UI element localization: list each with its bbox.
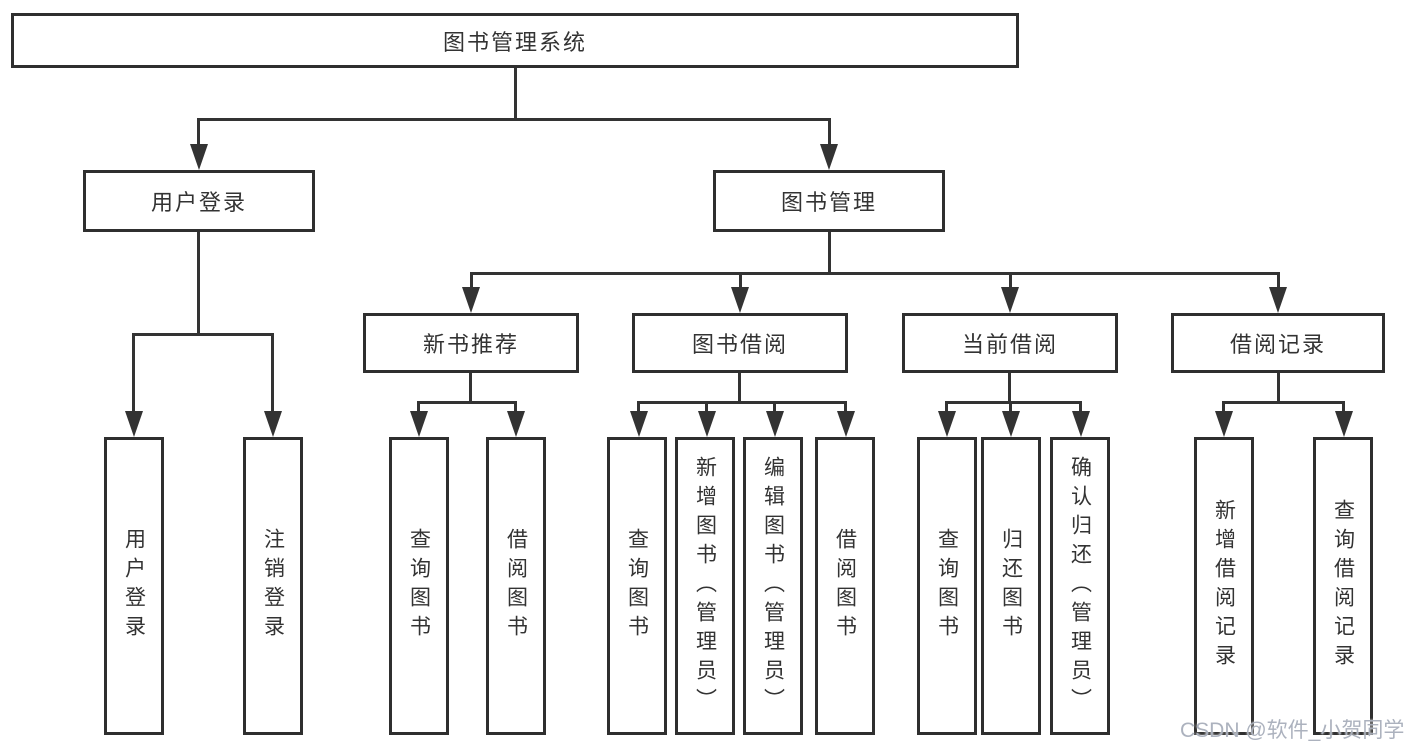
connector-vline (828, 118, 831, 146)
arrowhead-down-icon (462, 287, 480, 313)
arrowhead-down-icon (1072, 411, 1090, 437)
connector-hline (417, 401, 517, 404)
connector-vline (945, 401, 948, 413)
leaf-label: 新增图书（管理员） (693, 455, 717, 717)
arrowhead-down-icon (938, 411, 956, 437)
leaf-label: 编辑图书（管理员） (761, 455, 785, 717)
arrowhead-down-icon (766, 411, 784, 437)
leaf-query-books-borrow: 查询图书 (607, 437, 667, 735)
arrowhead-down-icon (410, 411, 428, 437)
arrowhead-down-icon (507, 411, 525, 437)
leaf-label: 借阅图书 (833, 528, 857, 644)
leaf-confirm-return-admin: 确认归还（管理员） (1050, 437, 1110, 735)
arrowhead-down-icon (264, 411, 282, 437)
node-label: 图书管理系统 (442, 29, 587, 55)
leaf-query-books-current: 查询图书 (917, 437, 977, 735)
node-book-management: 图书管理 (713, 170, 945, 232)
node-label: 新书推荐 (422, 332, 519, 357)
arrowhead-down-icon (731, 287, 749, 313)
leaf-edit-book-admin: 编辑图书（管理员） (743, 437, 803, 735)
node-root-library-system: 图书管理系统 (11, 13, 1019, 68)
arrowhead-down-icon (1002, 411, 1020, 437)
node-label: 当前借阅 (961, 332, 1058, 357)
leaf-add-borrow-record: 新增借阅记录 (1194, 437, 1254, 735)
leaf-label: 查询借阅记录 (1331, 499, 1355, 673)
leaf-label: 查询图书 (625, 528, 649, 644)
connector-vline (1342, 401, 1345, 413)
connector-vline (271, 333, 274, 413)
node-borrow-records: 借阅记录 (1171, 313, 1385, 373)
connector-vline (1009, 272, 1012, 289)
connector-hline (945, 401, 1082, 404)
connector-vline (417, 401, 420, 413)
leaf-label: 注销登录 (261, 528, 285, 644)
arrowhead-down-icon (1335, 411, 1353, 437)
arrowhead-down-icon (125, 411, 143, 437)
connector-vline (1079, 401, 1082, 413)
connector-vline (773, 401, 776, 413)
node-current-borrow: 当前借阅 (902, 313, 1118, 373)
node-new-book-recommend: 新书推荐 (363, 313, 579, 373)
connector-vline (705, 401, 708, 413)
connector-vline (469, 373, 472, 404)
node-label: 图书借阅 (691, 332, 788, 357)
leaf-label: 新增借阅记录 (1212, 499, 1236, 673)
connector-hline (197, 118, 831, 121)
leaf-query-borrow-record: 查询借阅记录 (1313, 437, 1373, 735)
connector-vline (1222, 401, 1225, 413)
leaf-label: 确认归还（管理员） (1068, 455, 1092, 717)
arrowhead-down-icon (698, 411, 716, 437)
leaf-borrow-books: 借阅图书 (815, 437, 875, 735)
connector-vline (1009, 401, 1012, 413)
connector-vline (828, 232, 831, 274)
connector-hline (637, 401, 846, 404)
arrowhead-down-icon (630, 411, 648, 437)
node-label: 借阅记录 (1229, 332, 1326, 357)
leaf-query-books-recommend: 查询图书 (389, 437, 449, 735)
connector-vline (738, 373, 741, 404)
leaf-logout: 注销登录 (243, 437, 303, 735)
connector-hline (470, 272, 1279, 275)
leaf-borrow-books-recommend: 借阅图书 (486, 437, 546, 735)
leaf-label: 查询图书 (407, 528, 431, 644)
connector-vline (132, 333, 135, 413)
node-book-borrow: 图书借阅 (632, 313, 848, 373)
leaf-add-book-admin: 新增图书（管理员） (675, 437, 735, 735)
leaf-return-book: 归还图书 (981, 437, 1041, 735)
node-label: 用户登录 (150, 190, 247, 215)
connector-vline (1277, 272, 1280, 289)
leaf-user-login: 用户登录 (104, 437, 164, 735)
node-user-login: 用户登录 (83, 170, 315, 232)
leaf-label: 用户登录 (122, 528, 146, 644)
connector-hline (132, 333, 273, 336)
connector-vline (1277, 373, 1280, 404)
arrowhead-down-icon (837, 411, 855, 437)
arrowhead-down-icon (820, 144, 838, 170)
connector-vline (470, 272, 473, 289)
arrowhead-down-icon (1269, 287, 1287, 313)
arrowhead-down-icon (1001, 287, 1019, 313)
csdn-watermark: CSDN @软件_小贺同学 (1180, 719, 1405, 742)
connector-vline (197, 232, 200, 333)
connector-vline (197, 118, 200, 146)
connector-vline (739, 272, 742, 289)
node-label: 图书管理 (780, 190, 877, 215)
arrowhead-down-icon (1215, 411, 1233, 437)
connector-vline (844, 401, 847, 413)
leaf-label: 查询图书 (935, 528, 959, 644)
connector-vline (514, 401, 517, 413)
leaf-label: 归还图书 (999, 528, 1023, 644)
arrowhead-down-icon (190, 144, 208, 170)
connector-vline (637, 401, 640, 413)
connector-vline (514, 68, 517, 119)
connector-hline (1222, 401, 1344, 404)
leaf-label: 借阅图书 (504, 528, 528, 644)
connector-vline (1008, 373, 1011, 404)
